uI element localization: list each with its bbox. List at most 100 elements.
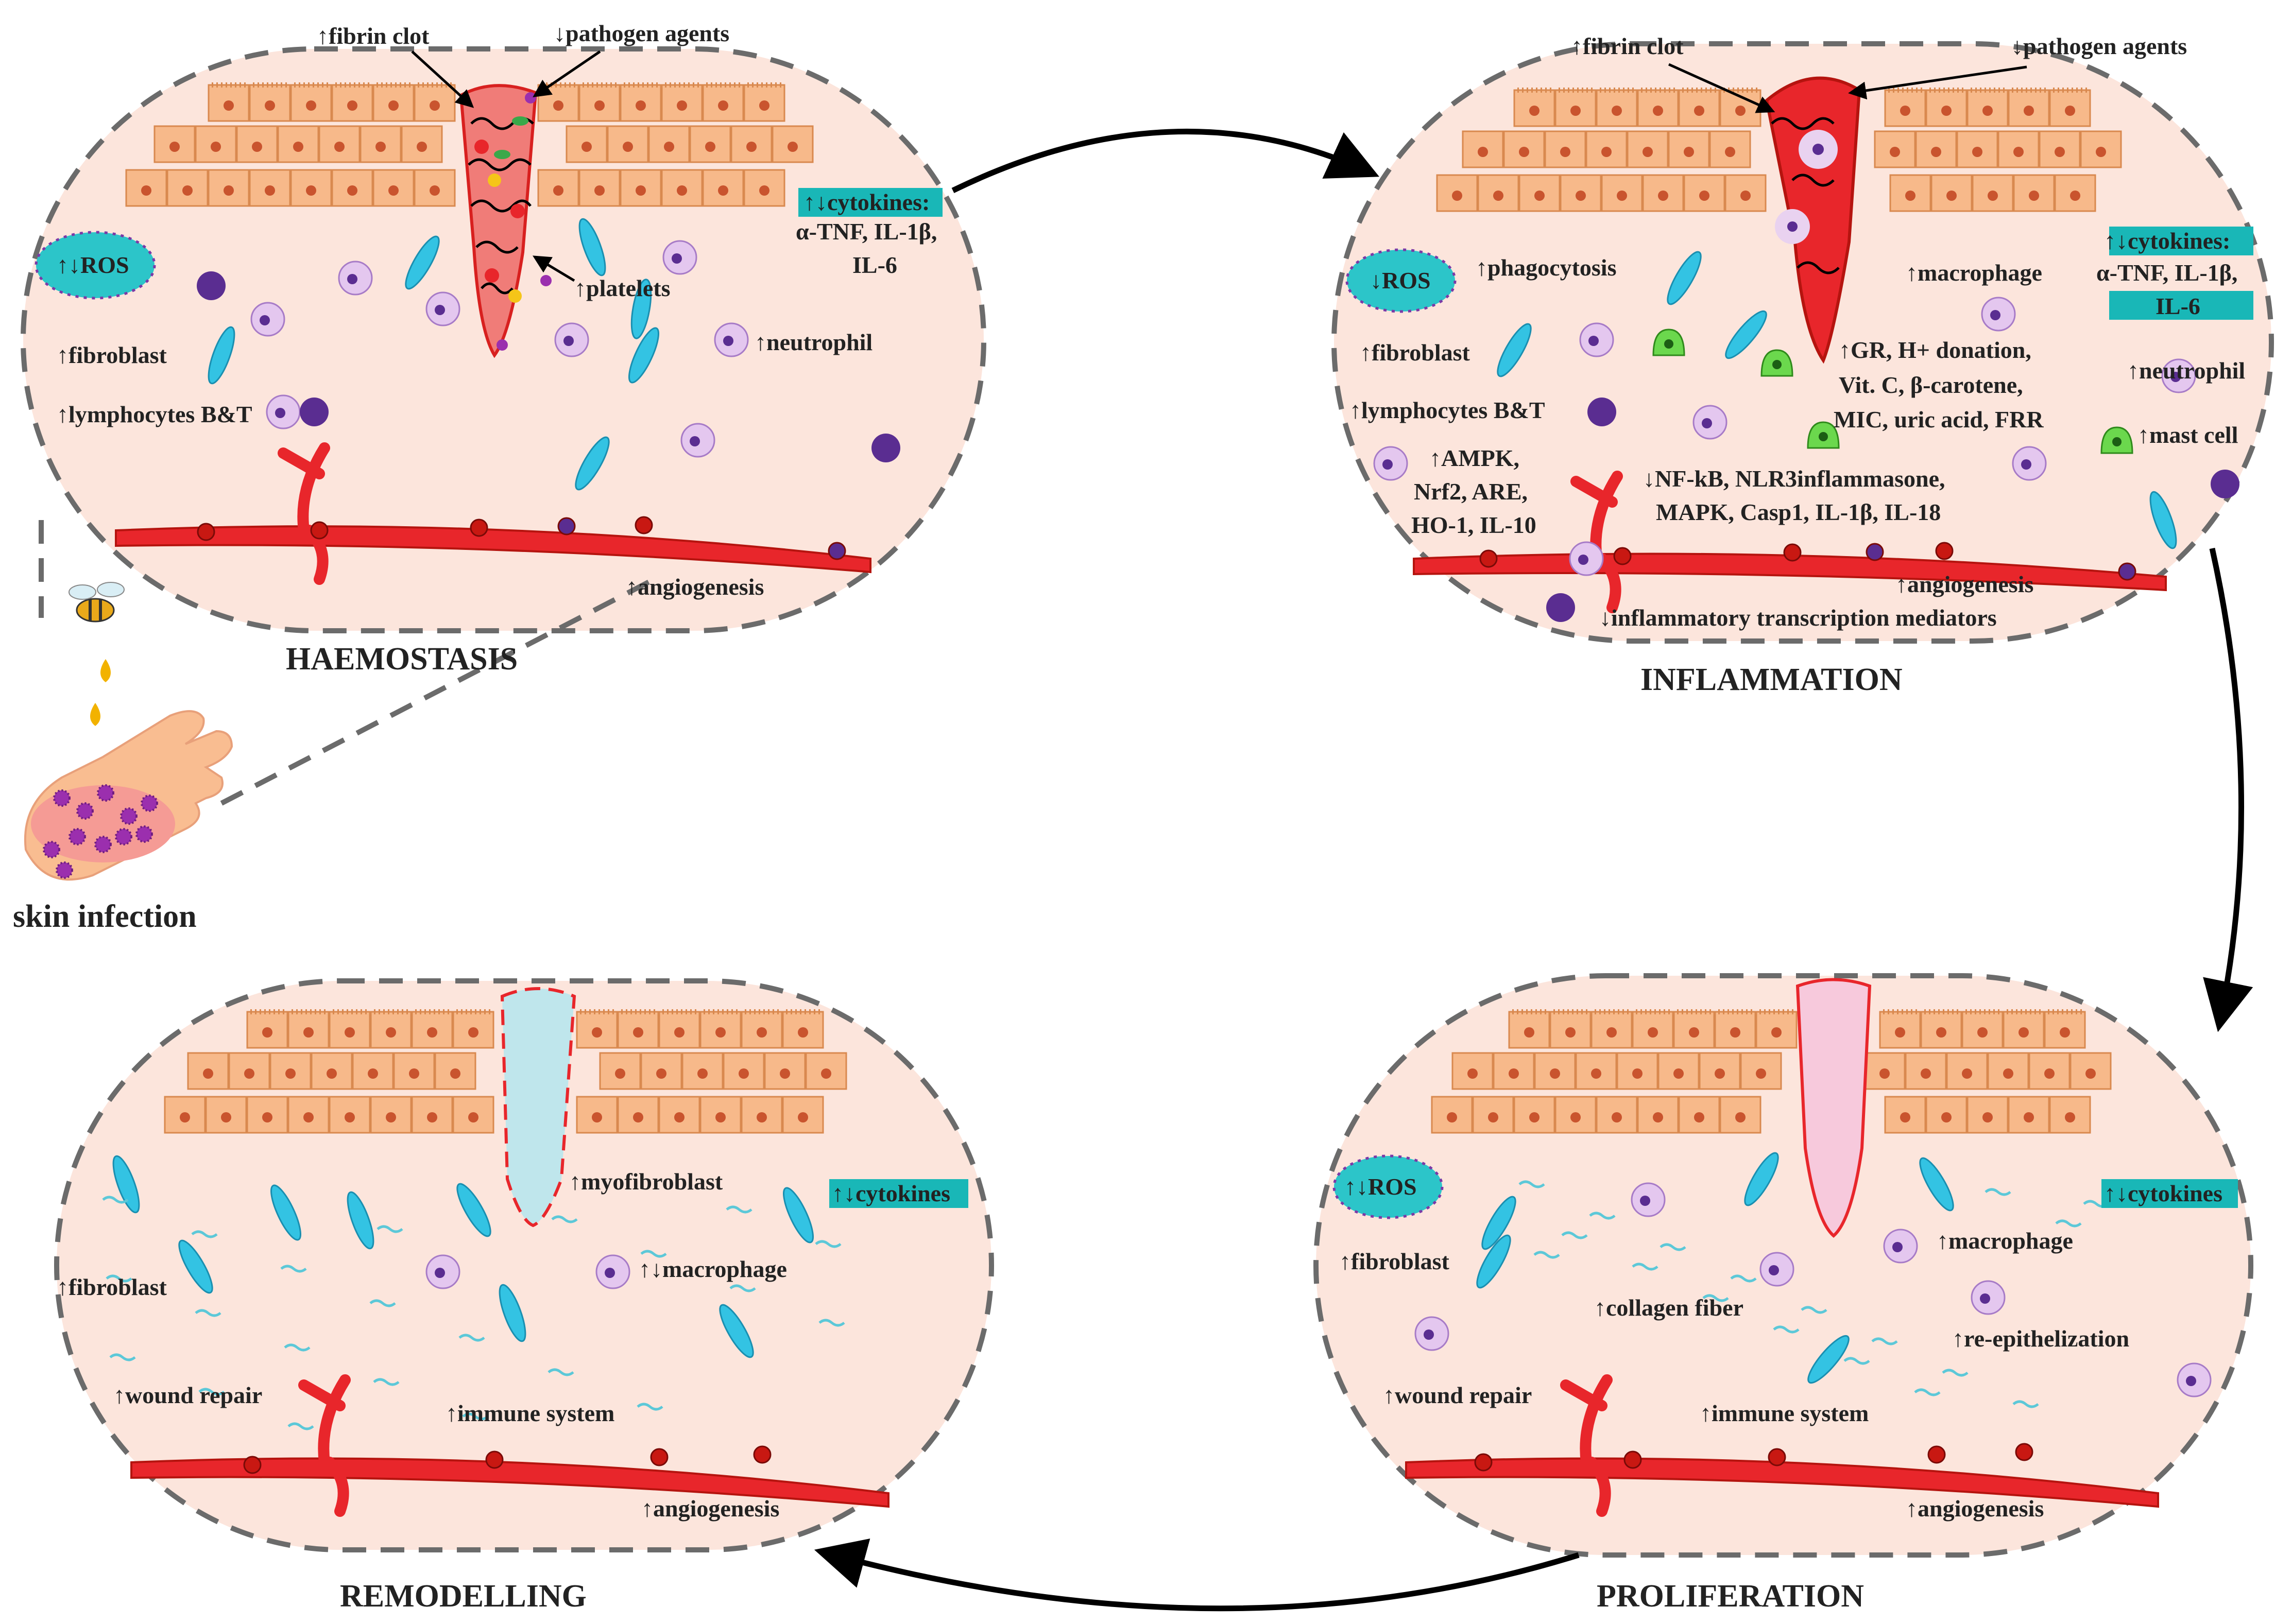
- cell-nucleus: [1534, 191, 1545, 201]
- red-blood-cell: [510, 204, 525, 218]
- epithelial-cell: [2013, 174, 2055, 212]
- cell-nucleus: [2044, 1068, 2055, 1079]
- fibrin-clot-haemostasis: [459, 84, 552, 358]
- cell-nucleus: [303, 1112, 314, 1122]
- cell-nucleus: [203, 1068, 213, 1079]
- cell-nucleus: [293, 142, 303, 152]
- blood-cell: [197, 523, 215, 541]
- epithelial-cell: [607, 125, 649, 163]
- cell-nucleus: [1735, 1112, 1746, 1122]
- platelet: [488, 174, 501, 187]
- label-neutrophil: ↑neutrophil: [2127, 357, 2245, 384]
- epithelial-cell: [576, 1096, 618, 1134]
- cell-nucleus: [656, 1068, 666, 1079]
- fibroblast-cell: [628, 327, 659, 384]
- collagen-fiber: [2012, 1400, 2039, 1408]
- cell-nucleus: [306, 185, 316, 196]
- collagen-fiber: [640, 1250, 667, 1258]
- label-angiogenesis: ↑angiogenesis: [1895, 571, 2033, 597]
- cell-nucleus: [674, 1027, 685, 1038]
- cell-nucleus: [334, 142, 345, 152]
- cell-nucleus: [388, 100, 399, 111]
- cell-nucleus: [1424, 1329, 1434, 1340]
- label-pathogen-agents: ↓pathogen agents: [554, 20, 729, 46]
- label-fibroblast: ↑fibroblast: [1360, 339, 1470, 366]
- blood-cell: [2118, 562, 2136, 581]
- cell-nucleus: [468, 1027, 478, 1038]
- blood-cell: [310, 521, 329, 540]
- pathogen-spot: [43, 841, 60, 858]
- cell-nucleus: [182, 185, 193, 196]
- cell-nucleus: [1601, 147, 1612, 157]
- cell-nucleus: [615, 1068, 625, 1079]
- label-lymphocytes: ↑lymphocytes B&T: [1349, 397, 1545, 423]
- panel-remodelling: [54, 978, 994, 1552]
- cell-nucleus: [306, 100, 316, 111]
- cell-nucleus: [715, 1112, 726, 1122]
- fibroblast-cell: [1725, 310, 1767, 359]
- cell-nucleus: [1962, 1068, 1972, 1079]
- bacterium: [512, 116, 528, 126]
- label-ampk: HO-1, IL-10: [1411, 512, 1536, 538]
- cell-nucleus: [1694, 1112, 1704, 1122]
- blood-cell: [1935, 542, 1954, 560]
- collagen-fiber: [637, 1403, 663, 1411]
- label-fibroblast: ↑fibroblast: [1339, 1248, 1450, 1274]
- cell-nucleus: [1578, 555, 1588, 565]
- cell-nucleus: [715, 1027, 726, 1038]
- label-phagocytosis: ↑phagocytosis: [1476, 254, 1616, 281]
- collagen-fiber: [1843, 1357, 1870, 1365]
- cell-nucleus: [169, 142, 180, 152]
- label-ros: ↓ROS: [1370, 267, 1431, 293]
- cell-nucleus: [211, 142, 221, 152]
- cell-nucleus: [265, 185, 275, 196]
- cell-nucleus: [1941, 1112, 1952, 1122]
- cell-nucleus: [303, 1027, 314, 1038]
- cell-nucleus: [1493, 191, 1503, 201]
- pathogen: [525, 92, 536, 103]
- cycle-arrow-proliferation-to-remodelling: [814, 1539, 1580, 1612]
- cell-nucleus: [435, 1268, 445, 1278]
- cell-nucleus: [1879, 1068, 1890, 1079]
- collagen-fiber: [729, 1284, 756, 1292]
- cell-nucleus: [386, 1027, 396, 1038]
- cell-nucleus: [1702, 418, 1712, 428]
- lymphocyte-cell: [197, 271, 226, 300]
- label-macrophage: ↑macrophage: [1906, 260, 2042, 286]
- label-cytokines-list: IL-6: [852, 252, 897, 278]
- cell-nucleus: [1648, 1027, 1658, 1038]
- fibroblast-cell: [456, 1183, 491, 1237]
- cell-nucleus: [252, 142, 262, 152]
- cell-nucleus: [1819, 432, 1828, 441]
- cell-nucleus: [368, 1068, 378, 1079]
- collagen-fiber: [195, 1309, 221, 1317]
- collagen-fiber: [1561, 1231, 1588, 1239]
- pathogen-spot: [56, 861, 73, 879]
- cell-nucleus: [1447, 1112, 1457, 1122]
- cell-nucleus: [821, 1068, 831, 1079]
- cell-nucleus: [1689, 1027, 1699, 1038]
- collagen-fiber: [1660, 1243, 1686, 1251]
- collagen-fiber: [2055, 1219, 2082, 1228]
- pathogen-spot: [135, 825, 153, 843]
- collagen-fiber: [1533, 1251, 1560, 1259]
- collagen-fiber: [1589, 1212, 1616, 1220]
- wound-scar-remodelling: [500, 987, 576, 1228]
- cell-nucleus: [2013, 147, 2024, 157]
- honey-drop-icon: [100, 659, 111, 682]
- cell-nucleus: [1519, 147, 1529, 157]
- pointer-line: [532, 255, 575, 282]
- skin-infection-illustration: [24, 582, 233, 881]
- cell-nucleus: [594, 100, 605, 111]
- epithelium-layer: [125, 82, 814, 207]
- fibrin-clot-inflammation: [1765, 76, 1861, 364]
- pointer-line: [533, 50, 601, 97]
- fibroblast-cell: [1807, 1335, 1850, 1384]
- pathogen-spot: [141, 794, 158, 812]
- cell-nucleus: [636, 100, 646, 111]
- cell-nucleus: [592, 1027, 602, 1038]
- label-ampk: Nrf2, ARE,: [1414, 478, 1528, 505]
- cell-nucleus: [1905, 191, 1915, 201]
- epithelium-layer: [1431, 1009, 2112, 1134]
- cell-nucleus: [221, 1112, 231, 1122]
